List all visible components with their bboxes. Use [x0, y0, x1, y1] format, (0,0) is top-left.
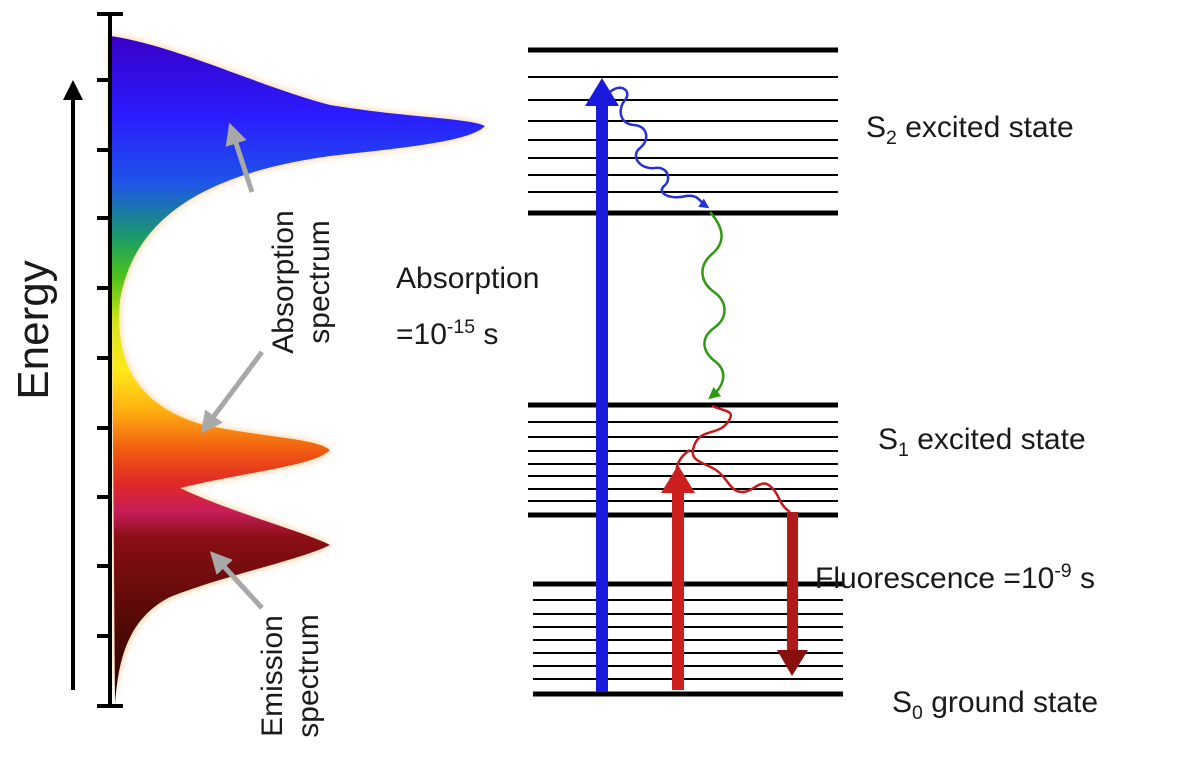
absorption-time-value: =10-15 s	[396, 303, 539, 359]
absorption-spectrum-label: Absorption spectrum	[266, 202, 338, 362]
absorption-arrow	[585, 78, 619, 692]
absorption-time-prefix: =10	[396, 318, 447, 351]
s2-vibrational-relaxation	[609, 86, 710, 209]
emission-spectrum-label: Emission spectrum	[255, 590, 327, 762]
energy-axis-arrow	[63, 80, 83, 690]
s0-symbol: S	[892, 686, 913, 719]
pointer-absorption-upper	[225, 122, 255, 193]
s2-state-label: S2 excited state	[866, 111, 1074, 150]
pointer-arrows	[200, 122, 264, 610]
emission-spectrum-line2: spectrum	[292, 614, 325, 738]
red-excitation-arrow	[661, 465, 695, 690]
s2-symbol: S	[866, 111, 887, 144]
absorption-time-unit: s	[475, 318, 499, 351]
s1-index: 1	[898, 439, 909, 461]
energy-axis-label: Energy	[9, 260, 58, 400]
s1-symbol: S	[878, 423, 899, 456]
s0-index: 0	[912, 702, 923, 724]
absorption-spectrum-line2: spectrum	[303, 220, 336, 344]
spectrum-axis	[97, 12, 123, 708]
s2-levels	[528, 47, 838, 216]
s2-index: 2	[886, 127, 897, 149]
absorption-time-label: Absorption =10-15 s	[396, 255, 539, 359]
absorption-time-exponent: -15	[446, 316, 476, 338]
fluorescence-time-unit: s	[1071, 562, 1095, 595]
fluorescence-time-exponent: -9	[1054, 560, 1072, 582]
absorption-label: Absorption	[396, 262, 540, 295]
absorption-spectrum-line1: Absorption	[267, 210, 300, 354]
s1-text: excited state	[908, 423, 1086, 456]
s1-state-label: S1 excited state	[878, 423, 1086, 462]
fluorescence-label: Fluorescence =10	[815, 562, 1055, 595]
spectrum-shape	[110, 36, 485, 705]
fluorescence-time-label: Fluorescence =10-9 s	[815, 560, 1095, 596]
pointer-absorption-lower	[200, 350, 264, 434]
internal-conversion	[701, 211, 726, 400]
s0-text: ground state	[922, 686, 1098, 719]
fluorescence-arrow	[777, 512, 808, 676]
emission-spectrum-line1: Emission	[256, 615, 289, 737]
pointer-emission	[209, 551, 264, 610]
s1-vibrational-relaxation	[675, 404, 791, 514]
s1-levels	[528, 402, 838, 518]
s2-text: excited state	[896, 111, 1074, 144]
s0-state-label: S0 ground state	[892, 686, 1098, 725]
spectrum-plot	[110, 36, 485, 705]
